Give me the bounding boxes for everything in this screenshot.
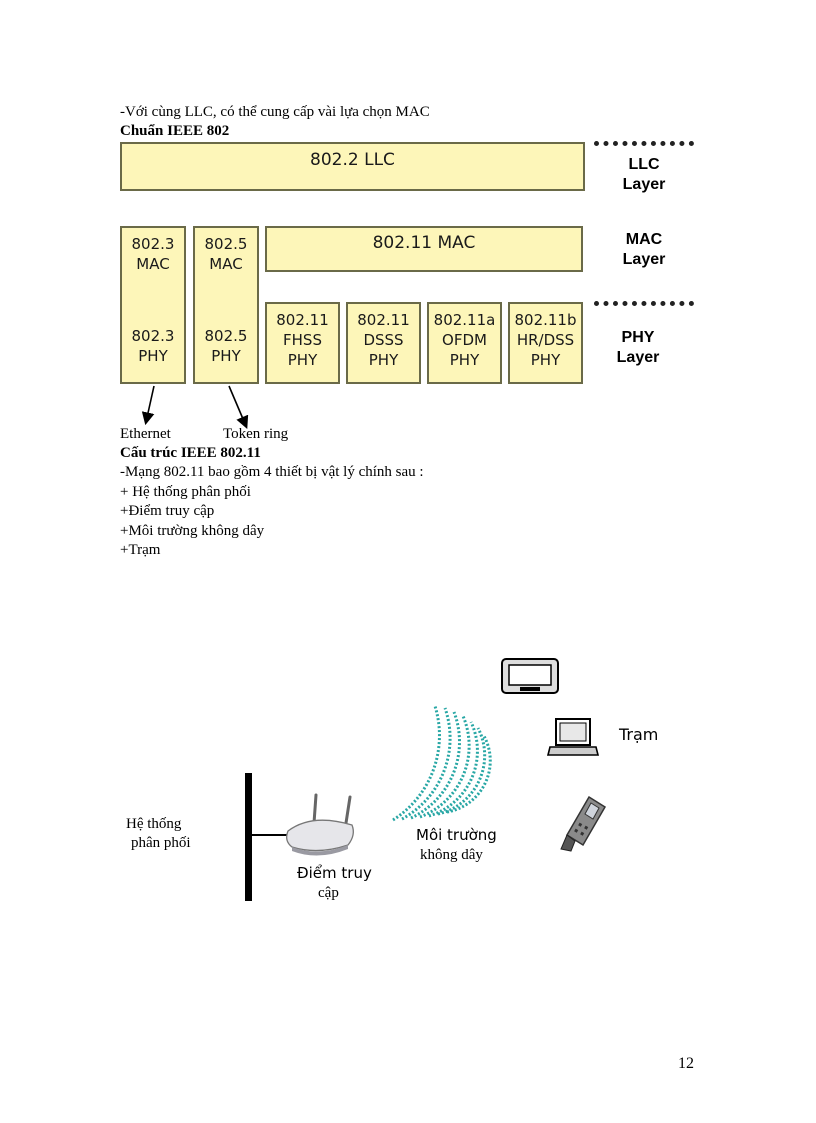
laptop-icon	[546, 718, 600, 756]
ieee8025-column: 802.5 MAC 802.5 PHY	[193, 226, 259, 384]
access-point-label-line1: Điểm truy	[297, 864, 372, 882]
phy-dsss-line3: PHY	[368, 351, 399, 369]
phy-dsss-line1: 802.11	[357, 311, 410, 329]
phy-ofdm-line2: OFDM	[442, 331, 487, 349]
phy-fhss-line2: FHSS	[283, 331, 322, 349]
distribution-label-line2: phân phối	[131, 835, 191, 851]
station-device-icon	[501, 658, 559, 694]
mac-8025-line1: 802.5	[204, 235, 248, 253]
phy-ofdm-line3: PHY	[449, 351, 480, 369]
phy-dsss-line2: DSSS	[363, 331, 404, 349]
mac-layer-label: MAC Layer	[604, 230, 684, 270]
phy-layer-line2: Layer	[616, 349, 660, 366]
phy-box-fhss: 802.11 FHSS PHY	[265, 302, 340, 384]
mac-80211-box: 802.11 MAC	[265, 226, 583, 272]
phy-fhss-line1: 802.11	[276, 311, 329, 329]
heading-ieee802: Chuẩn IEEE 802	[120, 123, 230, 139]
heading-80211: Cấu trúc IEEE 802.11	[120, 445, 261, 461]
handheld-scanner-icon	[560, 795, 607, 852]
phy-layer-line1: PHY	[621, 329, 655, 346]
wireless-medium-label-line1: Môi trường	[416, 826, 497, 844]
token-ring-arrow-icon	[228, 385, 249, 429]
phy-hrdss-line3: PHY	[530, 351, 561, 369]
phy-8023-line2: PHY	[138, 347, 168, 365]
llc-layer-line2: Layer	[622, 176, 666, 193]
mac-layer-line2: Layer	[622, 251, 666, 268]
separator-mac-phy	[594, 301, 694, 306]
wireless-medium-label-line2: không dây	[420, 847, 483, 863]
mac-8023-line1: 802.3	[131, 235, 175, 253]
access-point-label-line2: cập	[318, 885, 339, 901]
distribution-label-line1: Hệ thống	[126, 816, 182, 832]
token-ring-label: Token ring	[223, 426, 289, 442]
ethernet-arrow-icon	[141, 385, 155, 426]
distribution-system-bar	[245, 773, 252, 901]
phy-box-dsss: 802.11 DSSS PHY	[346, 302, 421, 384]
phy-hrdss-line2: HR/DSS	[516, 331, 575, 349]
intro-line: -Với cùng LLC, có thể cung cấp vài lựa c…	[120, 104, 430, 120]
phy-8025-line2: PHY	[211, 347, 241, 365]
phy-8025-line1: 802.5	[204, 327, 248, 345]
access-point-router-icon	[252, 793, 354, 856]
separator-top	[594, 141, 694, 146]
description: -Mạng 802.11 bao gồm 4 thiết bị vật lý c…	[120, 464, 424, 480]
phy-fhss-line3: PHY	[287, 351, 318, 369]
ethernet-label: Ethernet	[120, 426, 171, 442]
phy-box-ofdm: 802.11a OFDM PHY	[427, 302, 502, 384]
station-label: Trạm	[619, 725, 659, 744]
phy-hrdss-line1: 802.11b	[514, 311, 577, 329]
page-number: 12	[678, 1055, 694, 1072]
wireless-waves-icon	[392, 705, 492, 822]
phy-8023-line1: 802.3	[131, 327, 175, 345]
llc-layer-label: LLC Layer	[604, 155, 684, 195]
phy-box-hrdss: 802.11b HR/DSS PHY	[508, 302, 583, 384]
ieee8023-column: 802.3 MAC 802.3 PHY	[120, 226, 186, 384]
component-item: +Trạm	[120, 542, 161, 558]
llc-box: 802.2 LLC	[120, 142, 585, 191]
stack-arrows	[141, 385, 249, 429]
mac-layer-line1: MAC	[625, 231, 663, 248]
phy-ofdm-line1: 802.11a	[433, 311, 496, 329]
mac-8025-line2: MAC	[209, 255, 243, 273]
llc-layer-line1: LLC	[628, 156, 660, 173]
phy-layer-label: PHY Layer	[598, 328, 678, 368]
component-item: + Hệ thống phân phối	[120, 484, 251, 500]
mac-8023-line2: MAC	[136, 255, 170, 273]
component-item: +Môi trường không dây	[120, 523, 265, 539]
component-item: +Điểm truy cập	[120, 503, 215, 519]
